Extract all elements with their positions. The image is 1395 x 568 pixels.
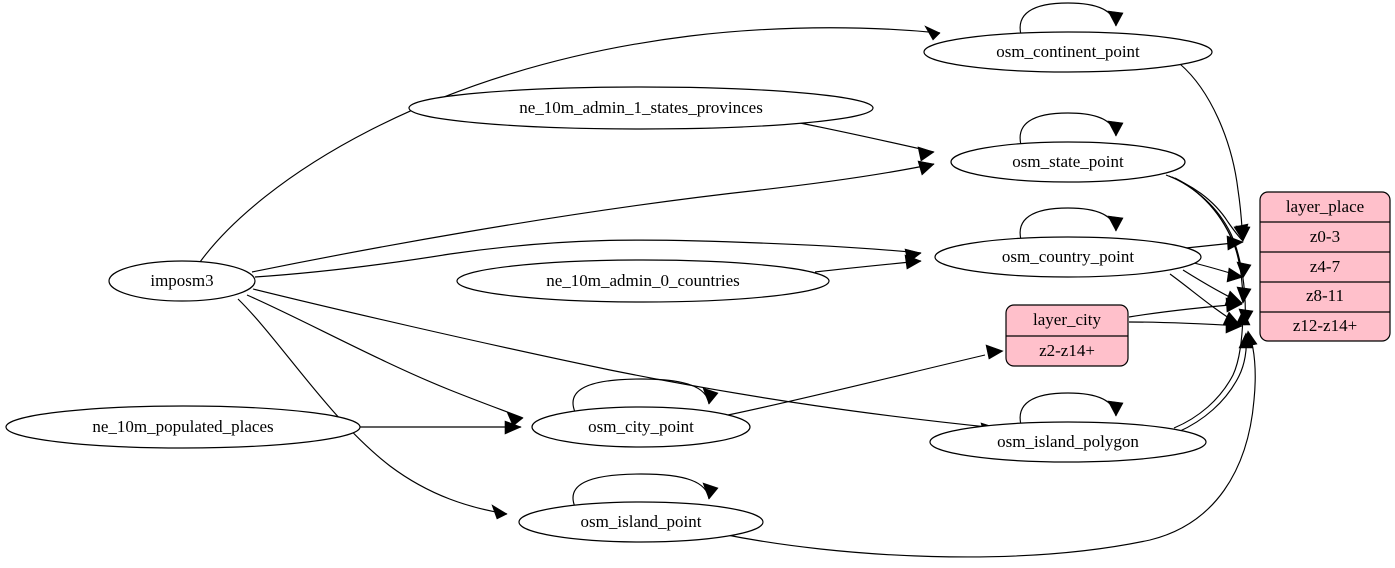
record-node-layer-place[interactable]: layer_place z0-3 z4-7 z8-11 z12-z14+ <box>1259 191 1391 342</box>
node-imposm3-shape[interactable] <box>108 260 256 302</box>
edge-osm-state-point-to-layer-place-z0-3 <box>1165 174 1249 242</box>
node-ne-10m-populated-places[interactable]: ne_10m_populated_places <box>5 405 361 449</box>
node-osm-island-point[interactable]: osm_island_point <box>518 501 764 543</box>
node-ne-10m-admin-1-states-provinces[interactable]: ne_10m_admin_1_states_provinces <box>408 86 874 130</box>
edge-osm-island-polygon-to-layer-place-z8-11 <box>1173 309 1251 429</box>
edge-self-loop-osm-island-point <box>572 473 719 508</box>
edge-layer-city-to-layer-place-z8-11 <box>1128 297 1243 318</box>
edge-osm-city-point-to-layer-city <box>727 344 1004 416</box>
edge-osm-continent-point-to-layer-place-z0-3 <box>1179 63 1251 242</box>
node-osm-state-point-shape[interactable] <box>950 141 1186 183</box>
edge-self-loop-osm-island-polygon <box>1019 392 1124 426</box>
edge-layer <box>199 2 1258 558</box>
node-imposm3[interactable]: imposm3 <box>108 260 256 302</box>
edge-osm-country-point-to-layer-place-z4-7 <box>1193 262 1244 283</box>
edge-ne-populated-to-osm-city-point <box>360 420 522 435</box>
node-ne-populated-shape[interactable] <box>5 405 361 449</box>
layer-place-box[interactable] <box>1259 191 1391 342</box>
edge-self-loop-osm-continent-point <box>1019 2 1124 36</box>
node-osm-continent-point[interactable]: osm_continent_point <box>923 31 1213 73</box>
node-ne-admin1-shape[interactable] <box>408 86 874 130</box>
node-osm-state-point[interactable]: osm_state_point <box>950 141 1186 183</box>
edge-self-loop-osm-country-point <box>1019 207 1124 241</box>
node-osm-continent-point-shape[interactable] <box>923 31 1213 73</box>
record-node-layer-city[interactable]: layer_city z2-z14+ <box>1005 304 1129 367</box>
edge-layer-city-to-layer-place-z12-z14 <box>1128 318 1243 334</box>
node-osm-city-point-shape[interactable] <box>531 406 751 448</box>
edge-imposm3-to-osm-continent-point <box>199 25 941 263</box>
edge-ne-admin1-to-osm-state-point <box>799 122 935 162</box>
edge-self-loop-osm-state-point <box>1019 112 1124 146</box>
node-osm-country-point-shape[interactable] <box>934 236 1202 278</box>
node-ne-admin0-shape[interactable] <box>456 259 830 303</box>
edge-osm-country-point-to-layer-place-z0-3 <box>1185 235 1244 251</box>
node-layer: imposm3 ne_10m_admin_1_states_provinces … <box>5 31 1213 543</box>
node-osm-island-polygon-shape[interactable] <box>929 421 1207 463</box>
edge-imposm3-to-osm-state-point <box>251 160 935 273</box>
node-osm-island-polygon[interactable]: osm_island_polygon <box>929 421 1207 463</box>
edge-imposm3-to-osm-city-point <box>246 294 524 427</box>
node-osm-island-point-shape[interactable] <box>518 501 764 543</box>
edge-self-loop-osm-city-point <box>572 378 719 413</box>
edge-imposm3-to-osm-island-point <box>237 298 508 520</box>
edge-osm-island-polygon-to-layer-place-z12-z14 <box>1177 332 1254 433</box>
edge-ne-admin0-to-osm-country-point <box>814 254 922 273</box>
node-osm-country-point[interactable]: osm_country_point <box>934 236 1202 278</box>
node-osm-city-point[interactable]: osm_city_point <box>531 406 751 448</box>
node-ne-10m-admin-0-countries[interactable]: ne_10m_admin_0_countries <box>456 259 830 303</box>
edge-osm-island-point-to-layer-place-z12-z14 <box>721 330 1258 558</box>
